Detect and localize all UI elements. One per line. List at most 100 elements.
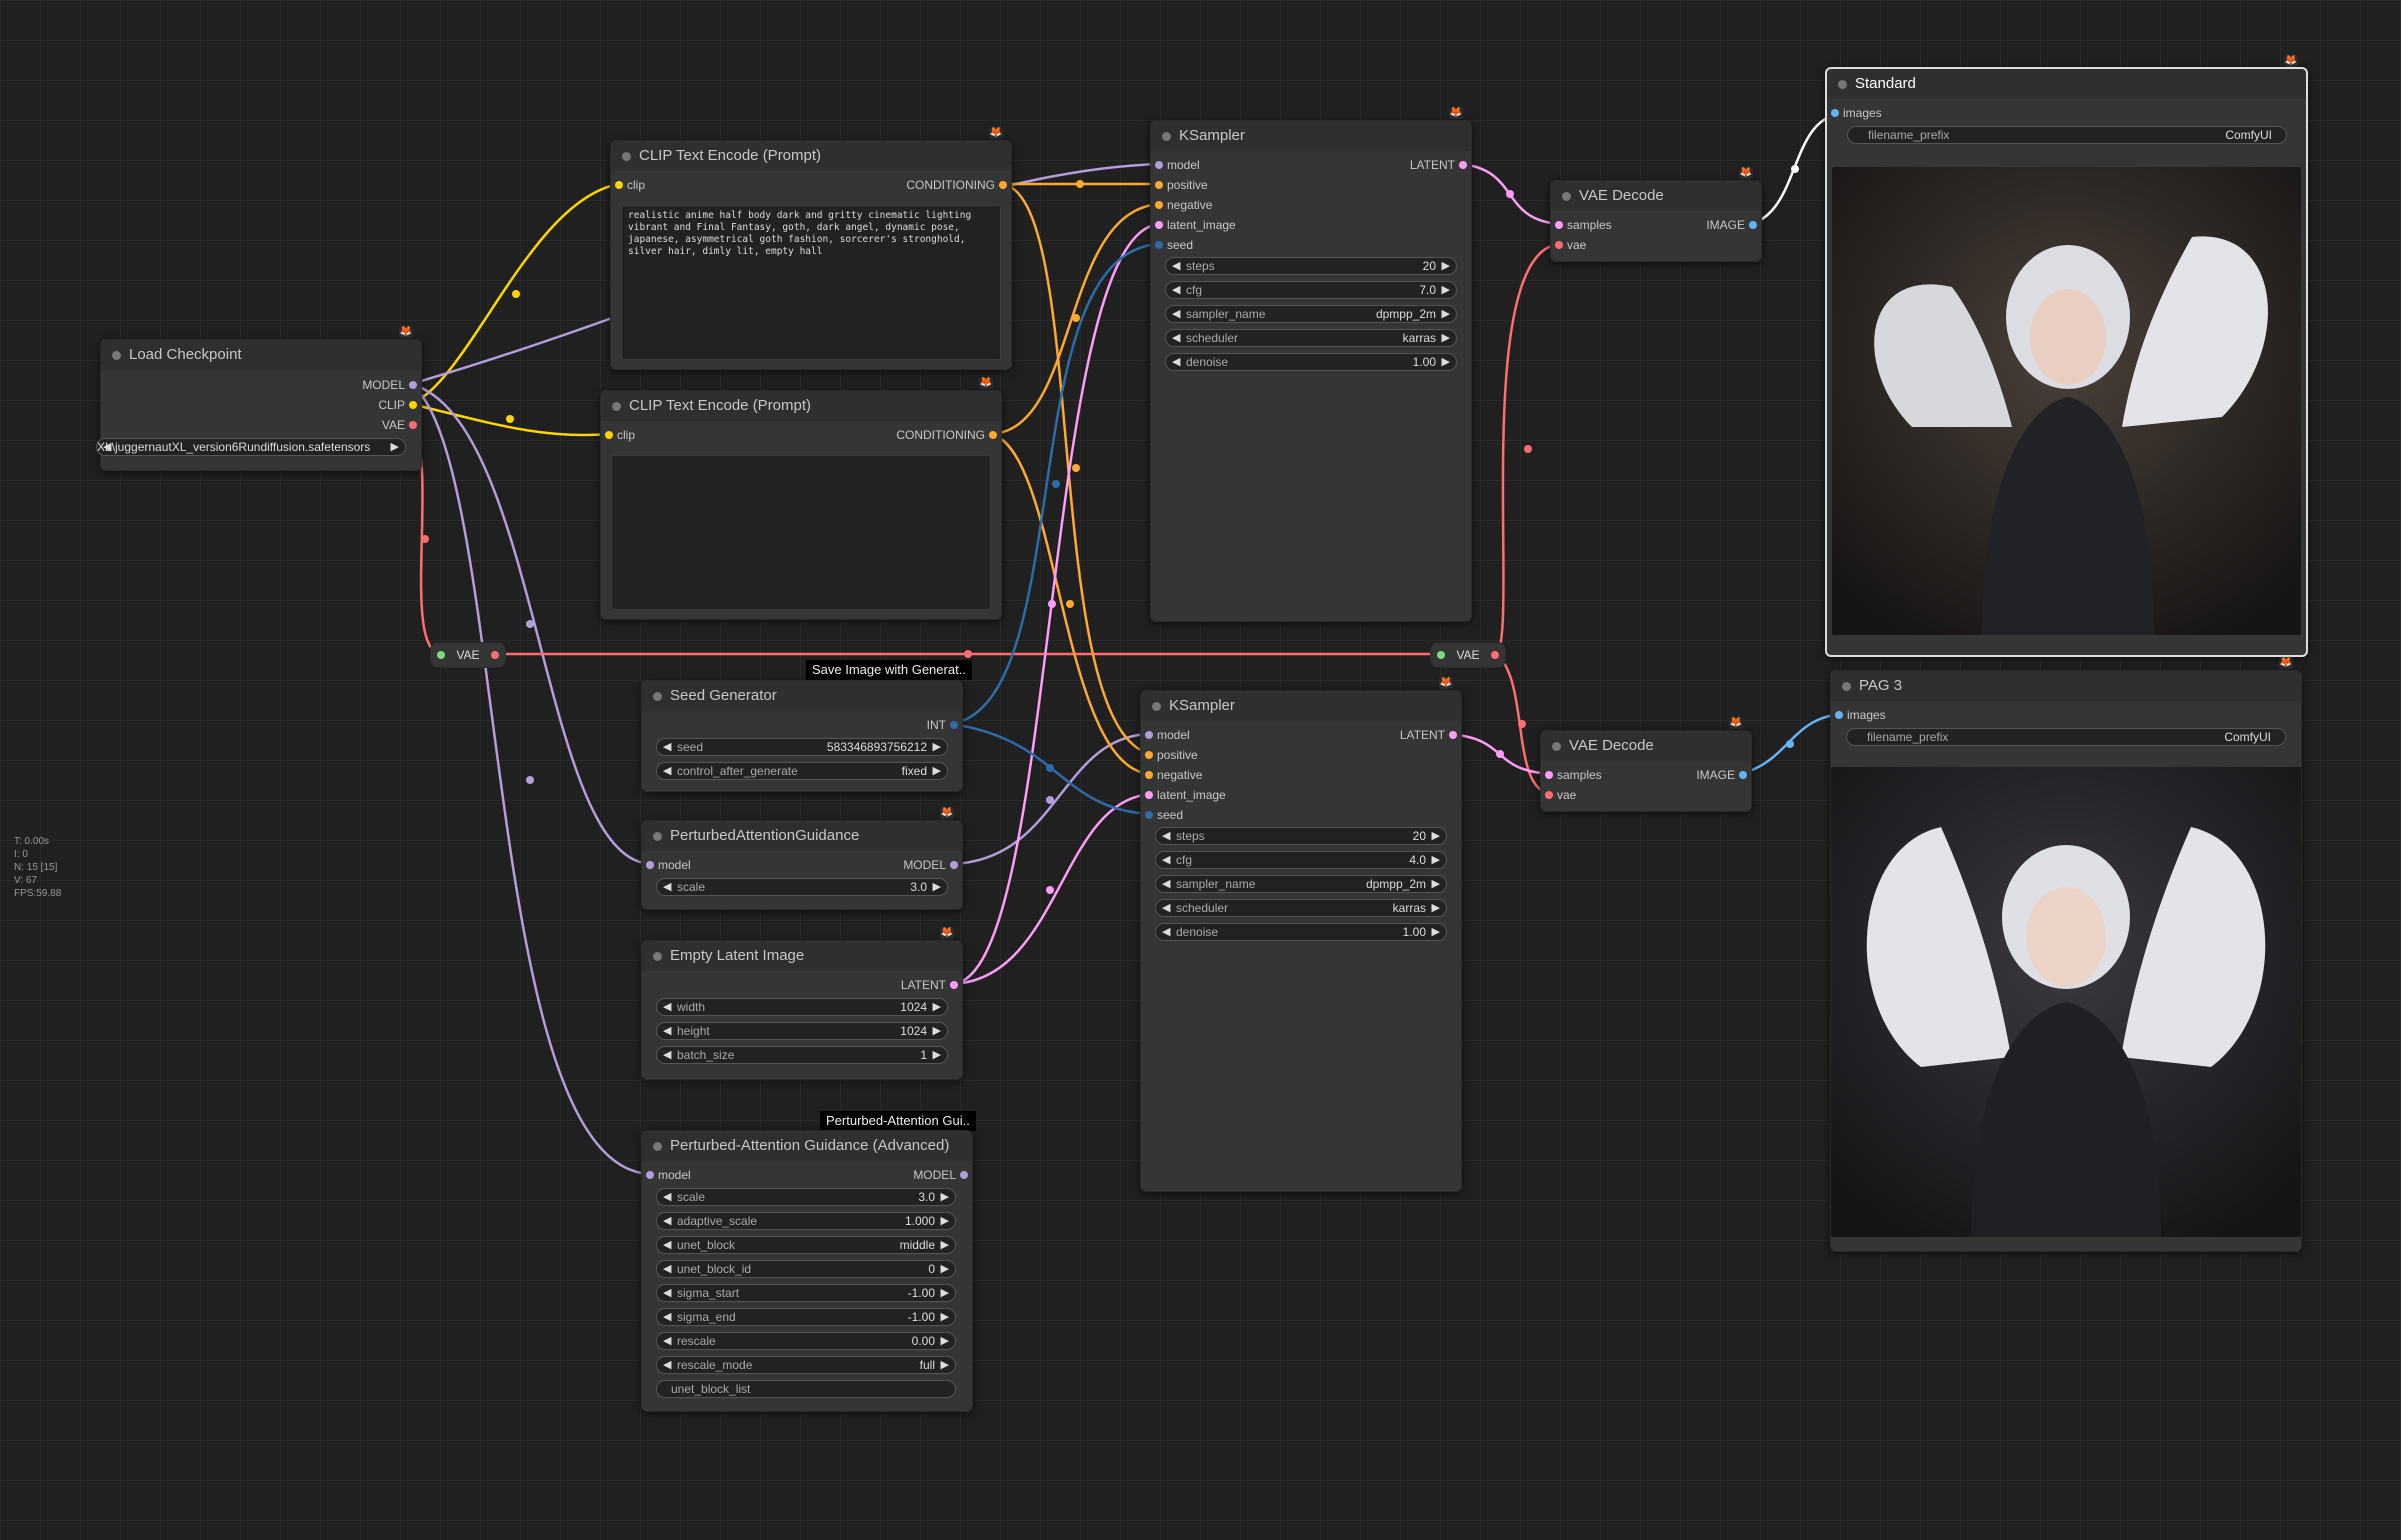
output-image[interactable]: IMAGE	[1706, 215, 1761, 235]
slot-dot-icon[interactable]	[1555, 221, 1563, 229]
arrow-right-icon[interactable]: ▶	[940, 1311, 949, 1323]
collapse-dot-icon[interactable]	[1162, 132, 1171, 141]
node-title[interactable]: VAE Decode	[1541, 731, 1751, 761]
arrow-right-icon[interactable]: ▶	[932, 765, 941, 777]
arrow-right-icon[interactable]: ▶	[940, 1191, 949, 1203]
slot-dot-icon[interactable]	[999, 181, 1007, 189]
output-clip[interactable]: CLIP	[378, 395, 421, 415]
group-tag-save-image[interactable]: Save Image with Generat..	[806, 660, 972, 680]
output-latent[interactable]: LATENT	[1400, 725, 1461, 745]
node-title[interactable]: KSampler	[1141, 691, 1461, 721]
sigma-end-widget[interactable]: ◀sigma_end-1.00▶	[656, 1308, 956, 1326]
collapse-dot-icon[interactable]	[653, 692, 662, 701]
node-vae-decode-2[interactable]: 🦊 VAE Decode samples vae IMAGE	[1540, 717, 1752, 812]
slot-dot-icon[interactable]	[1145, 731, 1153, 739]
slot-dot-icon[interactable]	[1449, 731, 1457, 739]
slot-dot-icon[interactable]	[1739, 771, 1747, 779]
slot-dot-icon[interactable]	[409, 421, 417, 429]
input-seed[interactable]: seed	[1151, 235, 1193, 255]
output-model[interactable]: MODEL	[903, 855, 962, 875]
node-ksampler-1[interactable]: 🦊 KSampler model positive negative laten…	[1150, 107, 1472, 622]
arrow-left-icon[interactable]: ◀	[663, 1359, 672, 1371]
arrow-right-icon[interactable]: ▶	[1431, 902, 1440, 914]
arrow-left-icon[interactable]: ◀	[1172, 332, 1181, 344]
arrow-left-icon[interactable]: ◀	[663, 1239, 672, 1251]
arrow-left-icon[interactable]: ◀	[663, 1025, 672, 1037]
collapse-dot-icon[interactable]	[1842, 682, 1851, 691]
node-title[interactable]: KSampler	[1151, 121, 1471, 151]
slot-dot-icon[interactable]	[1155, 221, 1163, 229]
arrow-left-icon[interactable]: ◀	[663, 1001, 672, 1013]
group-tag-perturbed[interactable]: Perturbed-Attention Gui..	[820, 1111, 976, 1131]
collapse-dot-icon[interactable]	[653, 832, 662, 841]
input-samples[interactable]: samples	[1541, 765, 1602, 785]
slot-dot-icon[interactable]	[960, 1171, 968, 1179]
input-samples[interactable]: samples	[1551, 215, 1612, 235]
image-preview[interactable]	[1832, 167, 2301, 635]
slot-dot-icon[interactable]	[950, 861, 958, 869]
arrow-left-icon[interactable]: ◀	[663, 765, 672, 777]
arrow-right-icon[interactable]: ▶	[932, 741, 941, 753]
arrow-right-icon[interactable]: ▶	[932, 1001, 941, 1013]
ckpt-name-combo[interactable]: ◀XL\juggernautXL_version6Rundiffusion.sa…	[96, 438, 406, 456]
output-vae[interactable]: VAE	[382, 415, 421, 435]
arrow-right-icon[interactable]: ▶	[1441, 332, 1450, 344]
input-seed[interactable]: seed	[1141, 805, 1183, 825]
node-title[interactable]: Standard	[1827, 69, 2306, 99]
slot-dot-icon[interactable]	[1155, 201, 1163, 209]
arrow-right-icon[interactable]: ▶	[1441, 308, 1450, 320]
arrow-left-icon[interactable]: ◀	[1162, 902, 1171, 914]
arrow-left-icon[interactable]: ◀	[663, 1311, 672, 1323]
collapse-dot-icon[interactable]	[1562, 192, 1571, 201]
input-clip[interactable]: clip	[601, 425, 635, 445]
output-conditioning[interactable]: CONDITIONING	[906, 175, 1011, 195]
node-title[interactable]: Perturbed-Attention Guidance (Advanced)	[642, 1131, 972, 1161]
slot-dot-icon[interactable]	[1545, 791, 1553, 799]
node-ksampler-2[interactable]: 🦊 KSampler model positive negative laten…	[1140, 677, 1462, 1192]
reroute-in-dot-icon[interactable]	[1437, 651, 1445, 659]
arrow-right-icon[interactable]: ▶	[932, 1025, 941, 1037]
arrow-right-icon[interactable]: ▶	[1431, 830, 1440, 842]
slot-dot-icon[interactable]	[1831, 109, 1839, 117]
node-perturbed-attention-guidance[interactable]: 🦊 PerturbedAttentionGuidance model MODEL…	[641, 807, 963, 910]
node-title[interactable]: Load Checkpoint	[101, 340, 421, 370]
input-clip[interactable]: clip	[611, 175, 645, 195]
arrow-left-icon[interactable]: ◀	[1162, 854, 1171, 866]
sigma-start-widget[interactable]: ◀sigma_start-1.00▶	[656, 1284, 956, 1302]
slot-dot-icon[interactable]	[989, 431, 997, 439]
arrow-right-icon[interactable]: ▶	[1431, 926, 1440, 938]
input-positive[interactable]: positive	[1141, 745, 1198, 765]
input-model[interactable]: model	[642, 1165, 691, 1185]
collapse-dot-icon[interactable]	[1152, 702, 1161, 711]
collapse-dot-icon[interactable]	[1838, 80, 1847, 89]
reroute-in-dot-icon[interactable]	[437, 651, 445, 659]
arrow-left-icon[interactable]: ◀	[1172, 308, 1181, 320]
input-negative[interactable]: negative	[1151, 195, 1212, 215]
slot-dot-icon[interactable]	[1145, 791, 1153, 799]
slot-dot-icon[interactable]	[646, 861, 654, 869]
arrow-left-icon[interactable]: ◀	[103, 441, 112, 453]
output-latent[interactable]: LATENT	[1410, 155, 1471, 175]
node-title[interactable]: Seed Generator	[642, 681, 962, 711]
node-load-checkpoint[interactable]: 🦊 Load Checkpoint MODEL CLIP VAE ◀XL\jug…	[96, 326, 422, 471]
node-title[interactable]: CLIP Text Encode (Prompt)	[601, 391, 1001, 421]
slot-dot-icon[interactable]	[1155, 181, 1163, 189]
output-model[interactable]: MODEL	[913, 1165, 972, 1185]
arrow-left-icon[interactable]: ◀	[663, 1287, 672, 1299]
slot-dot-icon[interactable]	[1555, 241, 1563, 249]
output-conditioning[interactable]: CONDITIONING	[896, 425, 1001, 445]
arrow-left-icon[interactable]: ◀	[663, 1263, 672, 1275]
collapse-dot-icon[interactable]	[1552, 742, 1561, 751]
